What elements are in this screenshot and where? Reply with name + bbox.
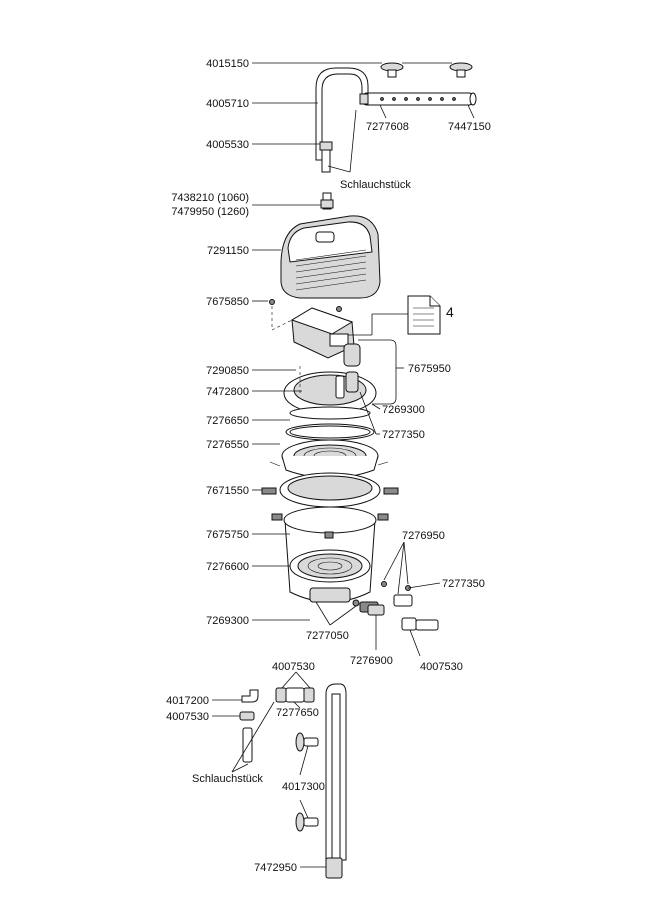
label-7438210: 7438210 (1060) [171, 192, 249, 204]
label-manual-4: 4 [446, 304, 454, 320]
label-7276900: 7276900 [350, 655, 393, 667]
label-7479950: 7479950 (1260) [171, 206, 249, 218]
hose-connector-top [319, 141, 333, 173]
pump-head-cover [252, 215, 381, 299]
label-7276950: 7276950 [402, 530, 445, 542]
label-4005710: 4005710 [206, 98, 249, 110]
part-number-labels: 4015150 4005710 7277608 7447150 4005530 … [166, 58, 491, 874]
elbow-4017200 [212, 689, 259, 703]
label-schlauchstueck-top: Schlauchstück [340, 179, 411, 191]
inlet-pipe [325, 683, 347, 861]
intake-strainer [300, 857, 343, 879]
label-7671550: 7671550 [206, 485, 249, 497]
label-7276650: 7276650 [206, 415, 249, 427]
canister-lid [283, 366, 377, 415]
manual-document-icon [348, 295, 441, 336]
hose-piece-top [320, 192, 334, 210]
label-7447150: 7447150 [448, 121, 491, 133]
label-4007530-a: 4007530 [420, 661, 463, 673]
label-4017200: 4017200 [166, 695, 209, 707]
canister-body [252, 506, 389, 603]
label-4007530-c: 4007530 [166, 711, 209, 723]
label-7277350-a: 7277350 [382, 429, 425, 441]
label-7269300-a: 7269300 [382, 404, 425, 416]
valve-parts-right [367, 581, 439, 631]
leader-lines-schlauch-bottom [231, 701, 275, 773]
label-4007530-b: 4007530 [272, 661, 315, 673]
label-7276550: 7276550 [206, 439, 249, 451]
label-4005530: 4005530 [206, 139, 249, 151]
filter-basket-bottom [252, 549, 371, 583]
label-7277350-b: 7277350 [442, 578, 485, 590]
leader-lines-top [252, 62, 475, 206]
label-7276600: 7276600 [206, 561, 249, 573]
label-7472950: 7472950 [254, 862, 297, 874]
sealing-ring-large [285, 423, 375, 441]
screws-7675850 [252, 299, 342, 331]
leader-lines-lid [252, 369, 381, 445]
label-7269300-b: 7269300 [206, 615, 249, 627]
label-7277650: 7277650 [276, 707, 319, 719]
filter-basket-top [281, 439, 379, 479]
leader-lines-valves [315, 541, 441, 657]
label-7675950: 7675950 [408, 363, 451, 375]
suction-cups-top [380, 62, 473, 78]
connectors-4007530-top [275, 671, 315, 709]
label-4015150: 4015150 [206, 58, 249, 70]
hose-piece-bottom [242, 727, 253, 763]
label-7291150: 7291150 [207, 245, 249, 257]
label-7675750: 7675750 [206, 529, 249, 541]
label-7277608: 7277608 [366, 121, 409, 133]
lid-seal-ring [289, 406, 371, 420]
label-7675850: 7675850 [206, 296, 249, 308]
label-schlauchstueck-bottom: Schlauchstück [192, 773, 263, 785]
canister-clamp-ring [252, 461, 399, 508]
label-4017300: 4017300 [282, 781, 325, 793]
impeller-bracket [343, 339, 404, 405]
connector-4007530-left [212, 711, 255, 721]
spray-bar [359, 92, 477, 106]
suction-cups-bottom [295, 732, 319, 832]
label-7472800: 7472800 [206, 386, 249, 398]
label-7277050: 7277050 [306, 630, 349, 642]
label-7290850: 7290850 [206, 365, 249, 377]
